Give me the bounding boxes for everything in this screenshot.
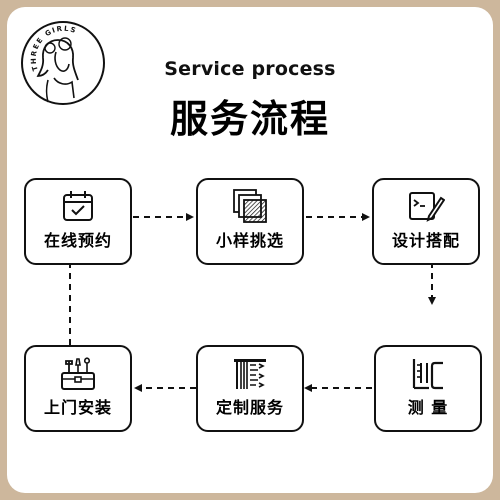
step-label: 设计搭配 <box>391 231 460 250</box>
brand-logo: THREE GIRLS <box>21 21 105 105</box>
step-label: 上门安装 <box>43 398 112 417</box>
fabric-samples-icon <box>233 189 267 223</box>
step-label: 在线预约 <box>43 231 112 250</box>
step-label: 定制服务 <box>215 398 284 417</box>
step-label: 测 量 <box>407 398 449 417</box>
calendar-icon <box>63 191 93 221</box>
step-custom-service: 定制服务 <box>196 345 304 432</box>
design-pen-icon <box>409 192 445 222</box>
page-title: 服务流程 <box>169 97 330 141</box>
header-subtitle: Service process <box>164 58 336 80</box>
step-label: 小样挑选 <box>215 231 284 250</box>
step-sample-selection: 小样挑选 <box>196 178 304 265</box>
step-online-booking: 在线预约 <box>24 178 132 265</box>
toolbox-icon <box>61 357 95 390</box>
sewing-customization-icon <box>234 359 266 389</box>
step-design-matching: 设计搭配 <box>372 178 480 265</box>
step-measurement: 测 量 <box>374 345 482 432</box>
measuring-ruler-icon <box>412 359 443 390</box>
step-onsite-installation: 上门安装 <box>24 345 132 432</box>
